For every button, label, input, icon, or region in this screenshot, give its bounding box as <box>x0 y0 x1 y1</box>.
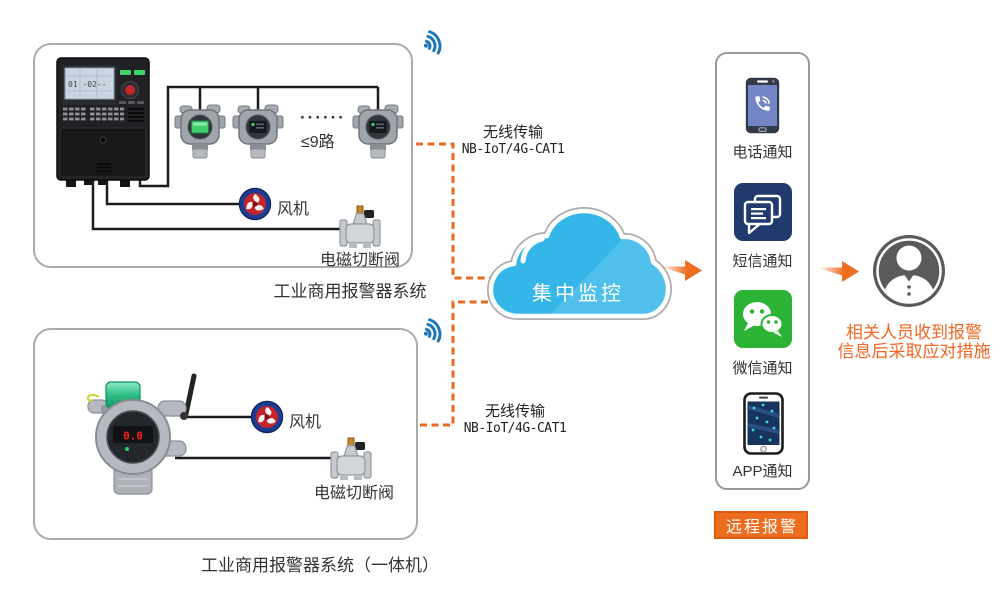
fan-label-top: 风机 <box>277 201 310 218</box>
fan-icon-top <box>238 187 272 221</box>
gas-detector-icon-1 <box>174 104 226 159</box>
controller-screen-text: 01 -02-- <box>68 80 107 89</box>
wiring-top-system <box>91 85 380 231</box>
wireless-label-bottom-line2: NB-IoT/4G-CAT1 <box>463 421 567 436</box>
sms-notify-icon <box>734 183 792 241</box>
phone-notify-icon <box>745 77 780 134</box>
valve-label-top: 电磁切断阀 <box>319 252 400 269</box>
person-icon <box>873 235 945 307</box>
gas-detector-icon-3 <box>352 104 404 159</box>
wireless-label-top-line2: NB-IoT/4G-CAT1 <box>461 142 565 157</box>
valve-label-bottom: 电磁切断阀 <box>313 485 394 502</box>
remote-alarm-badge: 远程报警 <box>714 511 808 539</box>
all-in-one-detector-icon: 0.0 <box>86 373 197 495</box>
notify-label-wechat: 微信通知 <box>732 360 793 377</box>
notify-label-sms: 短信通知 <box>732 253 793 270</box>
channel-limit-label: ≤9路 <box>301 134 335 151</box>
valve-icon-top <box>339 205 381 249</box>
wiring-bottom-system <box>175 415 333 460</box>
wifi-icon-top <box>418 28 445 59</box>
wireless-label-bottom-line1: 无线传输 <box>484 403 545 420</box>
notify-label-app: APP通知 <box>732 463 793 480</box>
cloud-label: 集中监控 <box>532 283 624 305</box>
system-caption-bottom: 工业商用报警器系统（一体机） <box>201 556 439 575</box>
notification-column: 电话通知 短信通知 <box>715 52 810 490</box>
fan-icon-bottom <box>250 400 284 434</box>
wireless-label-bottom: 无线传输 NB-IoT/4G-CAT1 <box>450 400 580 436</box>
alarm-controller-icon: 01 -02-- <box>56 57 150 187</box>
wireless-link-bottom <box>420 300 492 427</box>
app-notify-icon <box>743 392 784 455</box>
device-display-text: 0.0 <box>123 430 143 443</box>
wifi-icon-bottom <box>418 316 445 347</box>
wireless-label-top: 无线传输 NB-IoT/4G-CAT1 <box>448 121 578 157</box>
valve-icon-bottom <box>330 437 372 481</box>
notify-label-phone: 电话通知 <box>732 144 793 161</box>
channel-dots: ······ <box>300 108 346 127</box>
system-caption-top: 工业商用报警器系统 <box>273 282 427 301</box>
fan-label-bottom: 风机 <box>289 414 322 431</box>
gas-detector-icon-2 <box>232 104 284 159</box>
wireless-label-top-line1: 无线传输 <box>482 124 543 141</box>
arrow-right-icon-2 <box>817 261 859 282</box>
wireless-link-top <box>416 142 492 280</box>
person-caption-line2: 信息后采取应对措施 <box>837 342 991 361</box>
wechat-notify-icon <box>734 290 792 348</box>
person-caption-line1: 相关人员收到报警 <box>846 323 982 342</box>
